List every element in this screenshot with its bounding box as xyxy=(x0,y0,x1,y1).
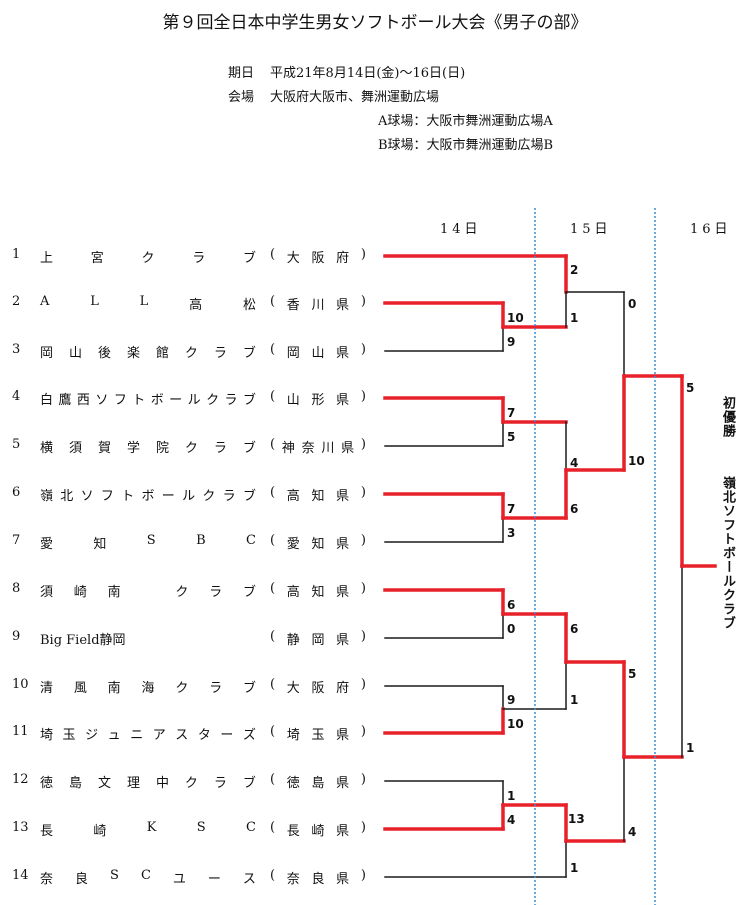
score: 10 xyxy=(507,717,524,731)
score: 9 xyxy=(507,693,515,707)
score: 13 xyxy=(568,812,585,826)
team-seed: 11 xyxy=(12,724,29,739)
team-name: 岡山後楽館クラブ xyxy=(40,346,256,361)
score: 6 xyxy=(570,502,578,516)
team-prefecture: (高知県) xyxy=(270,581,366,600)
team-name: 白鷹西ソフトボールクラブ xyxy=(40,393,256,408)
score: 7 xyxy=(507,406,515,420)
champion-team: 嶺北ソフトボールクラブ xyxy=(720,476,735,630)
score: 1 xyxy=(570,693,578,707)
team-seed: 2 xyxy=(12,294,21,309)
team-prefecture: (静岡県) xyxy=(270,629,366,648)
champion-label: 初優勝 xyxy=(720,396,735,438)
score: 4 xyxy=(507,813,515,827)
score: 1 xyxy=(570,861,578,875)
team-name: 横須賀学院クラブ xyxy=(40,441,256,456)
team-name: Big Field静岡 xyxy=(40,633,126,648)
team-seed: 3 xyxy=(12,342,21,357)
score: 2 xyxy=(570,263,578,277)
score: 5 xyxy=(686,381,694,395)
day-label-16: 16日 xyxy=(690,222,732,237)
score: 0 xyxy=(628,297,636,311)
team-name: 上宮クラブ xyxy=(40,251,256,266)
score: 10 xyxy=(628,454,645,468)
team-seed: 13 xyxy=(12,820,29,835)
team-prefecture: (大阪府) xyxy=(270,677,366,696)
team-prefecture: (奈良県) xyxy=(270,868,366,887)
team-seed: 6 xyxy=(12,485,21,500)
page-title: 第９回全日本中学生男女ソフトボール大会《男子の部》 xyxy=(162,13,588,33)
score: 4 xyxy=(628,825,636,839)
score: 0 xyxy=(507,622,515,636)
date-label: 期日 xyxy=(228,66,255,81)
team-seed: 1 xyxy=(12,247,21,262)
team-seed: 10 xyxy=(12,677,29,692)
score: 10 xyxy=(507,311,524,325)
team-prefecture: (山形県) xyxy=(270,389,366,408)
score: 9 xyxy=(507,335,515,349)
team-prefecture: (岡山県) xyxy=(270,342,366,361)
day-label-15: 15日 xyxy=(570,222,612,237)
team-seed: 5 xyxy=(12,437,21,452)
field-b: B球場：大阪市舞洲運動広場B xyxy=(378,138,554,153)
venue-label: 会場 xyxy=(228,90,255,105)
team-seed: 7 xyxy=(12,533,21,548)
team-name: 清風南海クラブ xyxy=(40,681,256,696)
score: 5 xyxy=(628,667,636,681)
team-prefecture: (愛知県) xyxy=(270,533,366,552)
team-name: 嶺北ソフトボールクラブ xyxy=(40,489,256,504)
team-prefecture: (徳島県) xyxy=(270,772,366,791)
team-prefecture: (埼玉県) xyxy=(270,724,366,743)
team-name: 埼玉ジュニアスターズ xyxy=(40,728,256,743)
score: 3 xyxy=(507,526,515,540)
team-seed: 14 xyxy=(12,868,29,883)
score: 6 xyxy=(507,598,515,612)
team-seed: 4 xyxy=(12,389,21,404)
score: 1 xyxy=(686,741,694,755)
team-name: 徳島文理中クラブ xyxy=(40,776,256,791)
team-prefecture: (大阪府) xyxy=(270,247,366,266)
team-prefecture: (高知県) xyxy=(270,485,366,504)
score: 6 xyxy=(570,622,578,636)
team-prefecture: (長崎県) xyxy=(270,820,366,839)
day-label-14: 14日 xyxy=(440,222,482,237)
team-prefecture: (香川県) xyxy=(270,294,366,313)
score: 4 xyxy=(570,456,578,470)
score: 7 xyxy=(507,502,515,516)
team-prefecture: (神奈川県) xyxy=(270,437,366,456)
date-value: 平成21年8月14日(金)～16日(日) xyxy=(270,66,466,81)
score: 5 xyxy=(507,430,515,444)
score: 1 xyxy=(570,311,578,325)
score: 1 xyxy=(507,789,515,803)
field-a: A球場：大阪市舞洲運動広場A xyxy=(378,114,553,129)
team-seed: 9 xyxy=(12,629,21,644)
team-seed: 8 xyxy=(12,581,21,596)
team-name: 須崎南 クラブ xyxy=(40,585,256,600)
venue-value: 大阪府大阪市、舞洲運動広場 xyxy=(270,90,440,105)
team-seed: 12 xyxy=(12,772,29,787)
